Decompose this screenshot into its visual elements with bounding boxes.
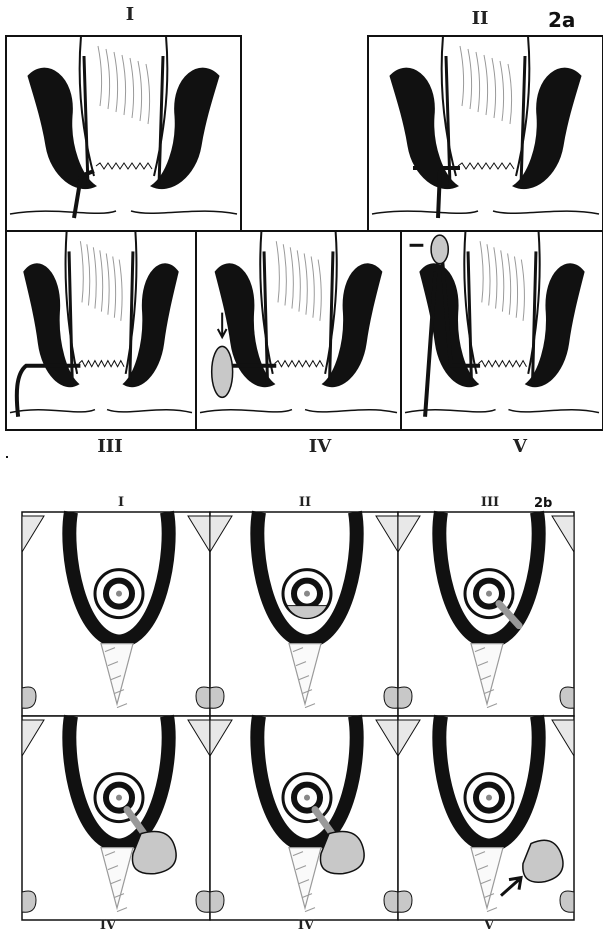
abscess	[132, 831, 176, 873]
corner-blob-right	[560, 891, 574, 912]
corner-blob-right	[196, 687, 210, 708]
corner-blob-left	[210, 891, 224, 912]
fig2a-panel-label-1: I	[110, 4, 150, 25]
fig2b-tag: 2b	[534, 496, 552, 511]
corner-blob-left	[398, 891, 412, 912]
fig2b-panel-6	[398, 716, 574, 920]
abscess	[320, 831, 364, 873]
fig2a-panel-3	[6, 231, 196, 430]
fig2b-panel-label-4: IV	[88, 918, 128, 933]
fig2b-panel-label-2: II	[290, 495, 320, 510]
fig2a-panel-1	[6, 36, 241, 231]
fig2b-panel-4	[22, 716, 210, 920]
fig2b-panel-3	[398, 512, 574, 716]
lumen	[486, 795, 492, 801]
fig2a-panel-label-2: II	[460, 8, 500, 29]
corner-blob-left	[398, 687, 412, 708]
corner-blob-left	[22, 891, 36, 912]
corner-blob-left	[22, 687, 36, 708]
abscess	[431, 235, 448, 264]
lumen	[116, 795, 122, 801]
fig2a-panel-5	[401, 231, 603, 430]
fig2b-panel-5	[210, 716, 398, 920]
fig2b-panel-label-1: I	[106, 495, 136, 510]
fig2a-panel-label-5: V	[500, 436, 540, 457]
fig2a-panel-2	[368, 36, 603, 231]
corner-blob-right	[384, 687, 398, 708]
stray-mark	[6, 456, 8, 458]
fig2b-panel-1	[22, 512, 210, 716]
fig2a-tag: 2a	[548, 8, 575, 32]
fig2a-panel-4	[196, 231, 401, 430]
fig2b-panel-label-3: III	[470, 495, 510, 510]
abscess	[212, 346, 233, 397]
lumen	[486, 591, 492, 597]
corner-blob-right	[384, 891, 398, 912]
corner-blob-right	[196, 891, 210, 912]
fig2a-panel-label-3: III	[70, 436, 150, 457]
fig2b-panel-label-5: IV	[286, 918, 326, 933]
fig2b-panel-label-6: V	[474, 918, 504, 933]
lumen	[304, 591, 310, 597]
fig2b-panel-2	[210, 512, 398, 716]
fig2a-panel-label-4: IV	[290, 436, 350, 457]
corner-blob-right	[560, 687, 574, 708]
corner-blob-left	[210, 687, 224, 708]
lumen	[116, 591, 122, 597]
lumen	[304, 795, 310, 801]
